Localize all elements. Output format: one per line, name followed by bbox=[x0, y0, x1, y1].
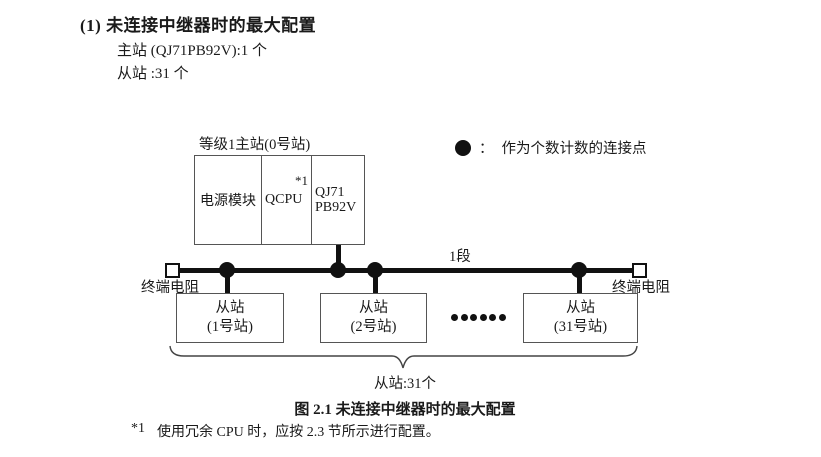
connection-point-dot-icon bbox=[455, 139, 471, 156]
terminating-resistor-left bbox=[165, 263, 180, 278]
segment-label: 1段 bbox=[449, 249, 471, 265]
slave31-drop-line bbox=[577, 270, 582, 293]
slave-group-brace bbox=[169, 345, 638, 369]
slave31-line2: (31号站) bbox=[553, 319, 608, 335]
network-module-cell: QJ71 PB92V bbox=[312, 156, 364, 244]
terminating-resistor-right bbox=[632, 263, 647, 278]
cpu-cell: *1 QCPU bbox=[262, 156, 312, 244]
footnote-text: 使用冗余 CPU 时，应按 2.3 节所示进行配置。 bbox=[157, 425, 440, 440]
ellipsis-dot bbox=[489, 314, 496, 321]
bus-line bbox=[180, 268, 632, 273]
slave-count-line: 从站 :31 个 bbox=[117, 66, 189, 82]
slave2-drop-line bbox=[373, 270, 378, 293]
legend-label: 作为个数计数的连接点 bbox=[501, 141, 647, 157]
cpu-footnote-marker: *1 bbox=[295, 173, 308, 188]
connection-dot-master bbox=[330, 262, 346, 278]
cpu-label: QCPU bbox=[265, 192, 303, 207]
slave-station-31-box: 从站 (31号站) bbox=[523, 293, 638, 343]
master-station-label: 等级1主站(0号站) bbox=[199, 137, 311, 153]
brace-label: 从站:31个 bbox=[373, 376, 437, 392]
connection-dot-slave1 bbox=[219, 262, 235, 278]
ellipsis-dots bbox=[451, 314, 506, 321]
network-module-line1: QJ71 bbox=[315, 185, 345, 200]
slave31-line1: 从站 bbox=[566, 300, 595, 316]
legend-separator: ： bbox=[479, 141, 494, 157]
master-count-line: 主站 (QJ71PB92V):1 个 bbox=[117, 43, 268, 59]
ellipsis-dot bbox=[460, 314, 468, 321]
ellipsis-dot bbox=[479, 314, 487, 321]
connection-dot-slave2 bbox=[367, 262, 383, 278]
master-station-box: 电源模块 *1 QCPU QJ71 PB92V bbox=[194, 155, 365, 245]
slave1-line1: 从站 bbox=[215, 300, 245, 316]
ellipsis-dot bbox=[451, 314, 458, 321]
slave2-line2: (2号站) bbox=[350, 319, 397, 335]
connection-dot-slave31 bbox=[571, 262, 587, 278]
power-module-cell: 电源模块 bbox=[195, 156, 262, 244]
footnote-marker: *1 bbox=[131, 421, 145, 436]
slave1-line2: (1号站) bbox=[207, 319, 253, 335]
ellipsis-dot bbox=[498, 314, 506, 321]
terminating-resistor-left-label: 终端电阻 bbox=[141, 280, 199, 296]
slave1-drop-line bbox=[225, 270, 230, 293]
slave-station-1-box: 从站 (1号站) bbox=[176, 293, 284, 343]
network-module-line2: PB92V bbox=[315, 200, 357, 215]
master-drop-line bbox=[336, 245, 341, 269]
power-module-label: 电源模块 bbox=[200, 194, 256, 209]
section-heading: (1) 未连接中继器时的最大配置 bbox=[80, 16, 317, 35]
figure-caption: 图 2.1 未连接中继器时的最大配置 bbox=[294, 402, 516, 418]
footnote: *1 使用冗余 CPU 时，应按 2.3 节所示进行配置。 bbox=[131, 421, 440, 441]
ellipsis-dot bbox=[470, 314, 477, 321]
legend: ： 作为个数计数的连接点 bbox=[455, 137, 647, 158]
slave-station-2-box: 从站 (2号站) bbox=[320, 293, 427, 343]
slave2-line1: 从站 bbox=[359, 300, 388, 316]
terminating-resistor-right-label: 终端电阻 bbox=[612, 280, 670, 296]
